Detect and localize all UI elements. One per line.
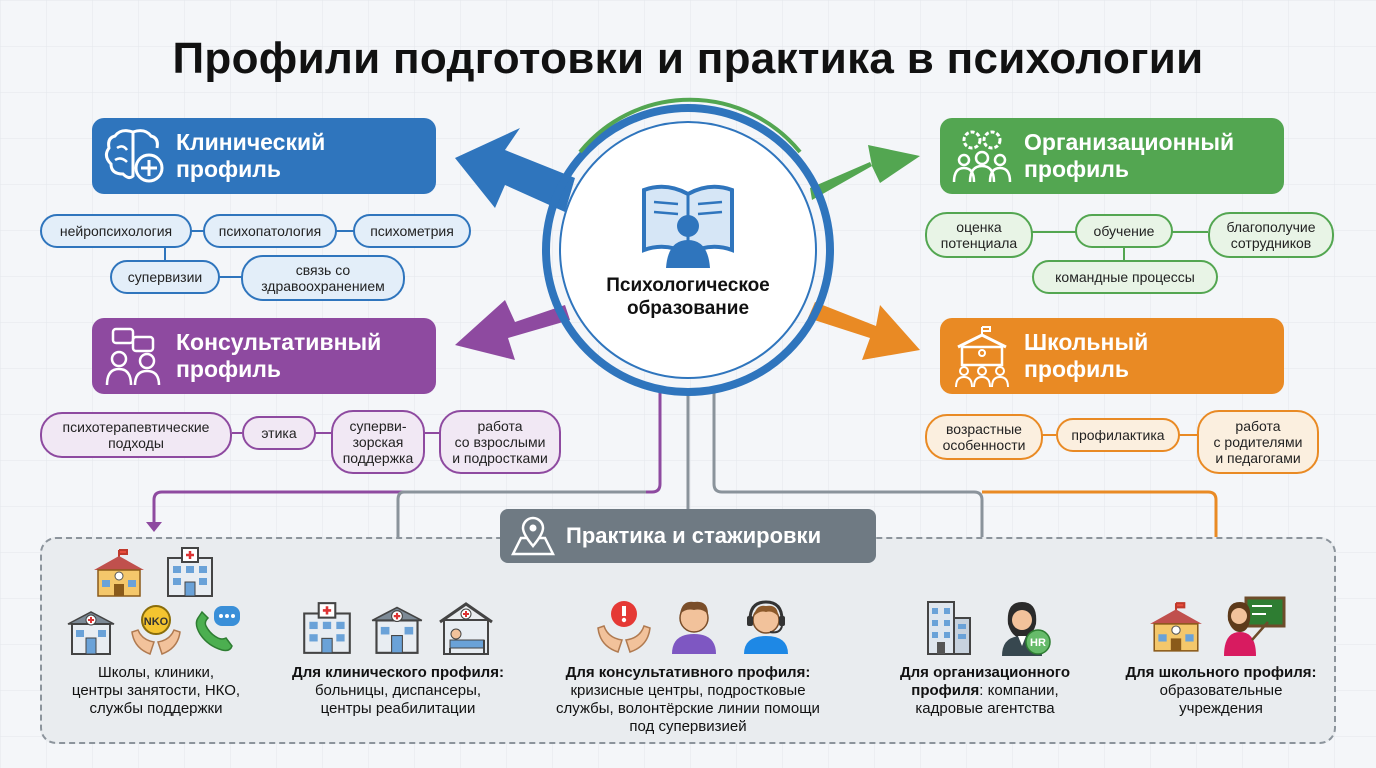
tag-training: обучение [1075,214,1173,248]
tag-neuropsychology: нейропсихология [40,214,192,248]
organizational-profile-label: Организационный профиль [1024,129,1235,182]
tag-age-features: возрастные особенности [925,414,1043,460]
practice-col-organizational: Для организационного профиля: компании, … [876,664,1094,718]
practice-col-consultative-text: кризисные центры, подростковые службы, в… [556,682,820,735]
brain-plus-icon [104,129,164,183]
open-book-person-icon [642,184,734,268]
people-chat-icon [105,327,161,386]
tag-team-processes: командные процессы [1032,260,1218,294]
rehab-bed-icon [439,602,493,655]
tag-potential-assessment: оценка потенциала [925,212,1033,258]
map-pin-icon [511,516,555,556]
tag-prevention: профилактика [1056,418,1180,452]
tag-ethics: этика [242,416,316,450]
office-building-icon [927,601,971,655]
practice-col-consultative: Для консультативного профиля: кризисные … [538,664,838,736]
practice-col-organizational-text: : компании, кадровые агентства [915,682,1059,717]
hospital-icon [303,602,351,654]
hr-label: HR [1030,637,1046,649]
practice-col-clinical-title: Для клинического профиля: [292,664,504,681]
practice-col-clinical: Для клинического профиля: больницы, дисп… [278,664,518,718]
teen-icon [672,601,716,654]
phone-chat-icon [195,606,240,652]
school-icon [1150,602,1202,652]
clinical-profile-label: Клинический профиль [176,129,326,182]
practice-col-school-title: Для школьного профиля: [1125,664,1317,681]
tag-parents-teachers: работа с родителями и педагогами [1197,410,1319,474]
practice-col-general: Школы, клиники, центры занятости, НКО, с… [46,664,266,718]
school-icon [94,549,144,597]
practice-header: Практика и стажировки [500,509,876,563]
tag-adults-teens: работа со взрослыми и подростками [439,410,561,474]
tag-healthcare-link: связь со здравоохранением [241,255,405,301]
school-profile-card[interactable]: Школьный профиль [940,318,1284,394]
arrow-to-clinical [455,128,575,212]
school-profile-label: Школьный профиль [1024,329,1149,382]
organizational-profile-card[interactable]: Организационный профиль [940,118,1284,194]
hr-manager-icon: HR [1002,602,1051,656]
nko-label: NKO [144,616,169,628]
practice-header-label: Практика и стажировки [566,523,822,548]
practice-col-general-text: Школы, клиники, центры занятости, НКО, с… [71,664,241,717]
tag-psychotherapy-approaches: психотерапевтические подходы [40,412,232,458]
consultative-profile-card[interactable]: Консультативный профиль [92,318,436,394]
practice-col-clinical-text: больницы, диспансеры, центры реабилитаци… [314,682,482,717]
practice-col-consultative-title: Для консультативного профиля: [565,664,811,681]
arrow-to-organizational [810,145,920,200]
tag-supervision: супервизии [110,260,220,294]
school-children-icon [955,326,1009,387]
practice-col-school-text: образовательные учреждения [1159,682,1283,717]
team-gears-icon [952,130,1012,183]
consultative-profile-label: Консультативный профиль [176,329,382,382]
tag-psychometry: психометрия [353,214,471,248]
clinical-profile-card[interactable]: Клинический профиль [92,118,436,194]
arrow-to-school [808,302,920,360]
clinic-icon [67,611,115,655]
hospital-icon [167,547,213,597]
tag-psychopathology: психопатология [203,214,337,248]
practice-col-organizational-title: Для организационного профиля [899,664,1071,699]
clinic-icon [371,606,423,654]
page-title: Профили подготовки и практика в психолог… [172,34,1204,83]
tag-supervisory-support: суперви- зорская поддержка [331,410,425,474]
headset-operator-icon [744,600,788,654]
tag-employee-wellbeing: благополучие сотрудников [1208,212,1334,258]
teacher-board-icon [1224,596,1286,656]
practice-col-school: Для школьного профиля: образовательные у… [1108,664,1334,718]
crisis-hands-icon [597,601,651,653]
center-label: Психологическое образование [606,275,770,319]
nko-hands-icon: NKO [131,605,181,655]
arrow-to-consultative [455,300,570,360]
